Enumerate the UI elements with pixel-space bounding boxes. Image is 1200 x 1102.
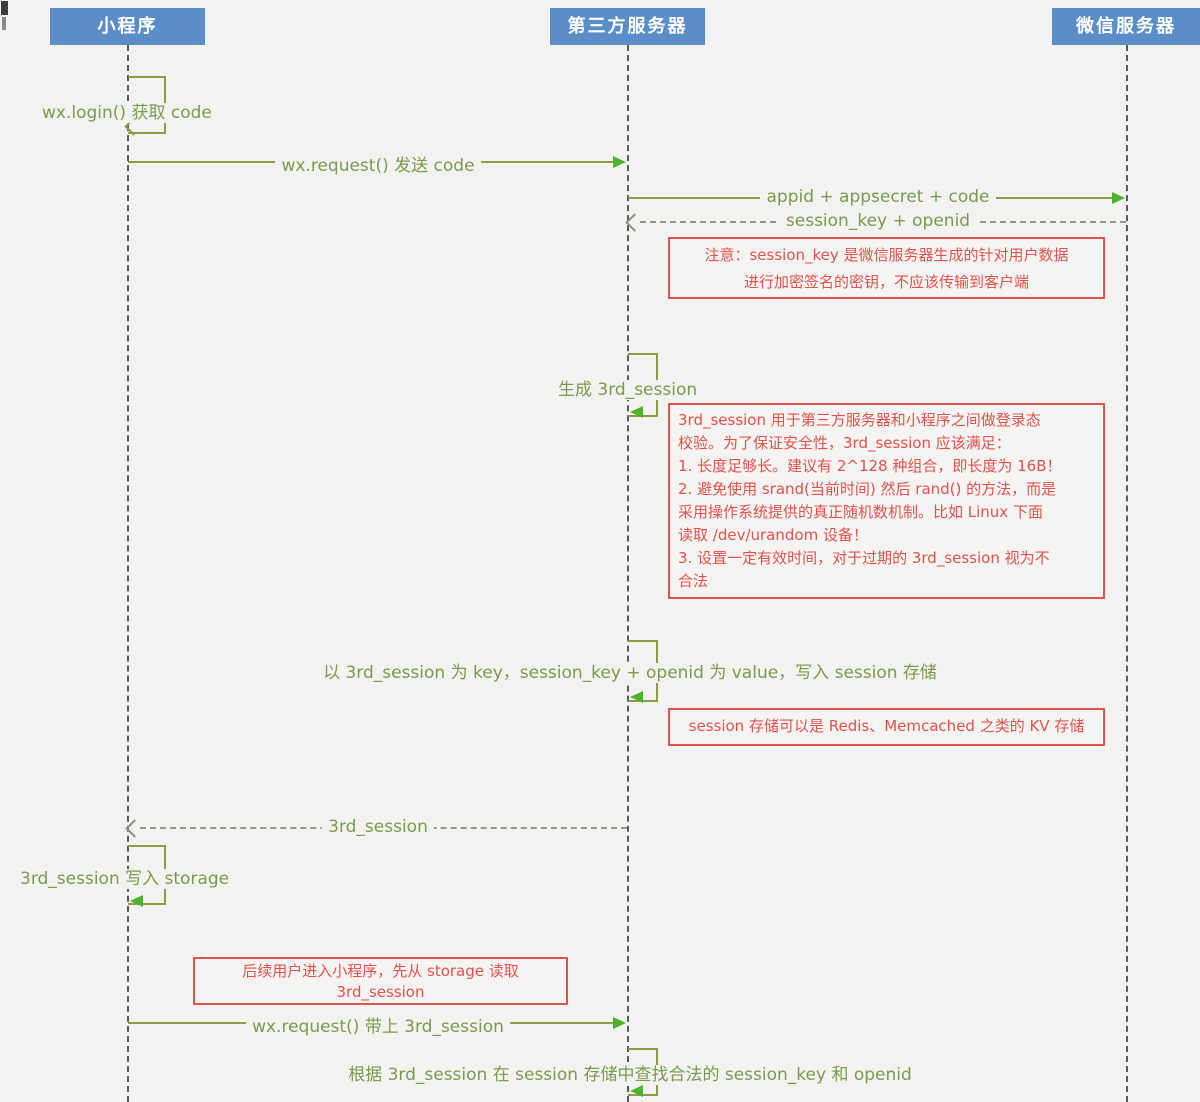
message-return-3rd-session-label: 3rd_session [128,817,628,837]
note-session-key-warning: 注意：session_key 是微信服务器生成的针对用户数据 进行加密签名的密钥… [668,237,1105,299]
filled-arrowhead-right-icon [613,156,626,168]
message-appid-text: appid + appsecret + code [760,187,996,207]
scan-artifact [2,17,6,30]
message-session-key-openid-text: session_key + openid [779,211,977,231]
filled-arrowhead-left-icon [630,1085,643,1097]
message-request-with-3rd-session-text: wx.request() 带上 3rd_session [246,1017,510,1037]
actor-thirdparty-server: 第三方服务器 [550,8,705,45]
message-send-code-label: wx.request() 发送 code [128,151,628,176]
message-login-label: wx.login() 获取 code [36,98,218,123]
actor-wechat-server: 微信服务器 [1052,8,1200,45]
message-return-3rd-session-text: 3rd_session [322,817,434,837]
scan-artifact [1,1,8,15]
filled-arrowhead-right-icon [613,1017,626,1029]
lifeline-wechat-server [1126,45,1128,1102]
note-storage-read: 后续用户进入小程序，先从 storage 读取 3rd_session [193,957,568,1005]
message-session-key-openid-label: session_key + openid [628,211,1128,231]
message-write-storage-label: 3rd_session 写入 storage [14,864,236,889]
filled-arrowhead-right-icon [1112,192,1125,204]
message-appid-label: appid + appsecret + code [628,187,1128,207]
message-write-storage-text: 3rd_session 写入 storage [14,869,236,889]
note-kv-store: session 存储可以是 Redis、Memcached 之类的 KV 存储 [668,708,1105,746]
message-lookup-session-label: 根据 3rd_session 在 session 存储中查找合法的 sessio… [225,1060,1035,1085]
message-generate-3rd-session-text: 生成 3rd_session [552,380,704,400]
message-login-text: wx.login() 获取 code [36,103,218,123]
filled-arrowhead-left-icon [630,691,643,703]
note-third-session-rules: 3rd_session 用于第三方服务器和小程序之间做登录态 校验。为了保证安全… [668,403,1105,599]
message-lookup-session-text: 根据 3rd_session 在 session 存储中查找合法的 sessio… [342,1065,918,1085]
message-generate-3rd-session-label: 生成 3rd_session [552,375,704,400]
message-request-with-3rd-session-label: wx.request() 带上 3rd_session [128,1012,628,1037]
filled-arrowhead-left-icon [130,895,143,907]
lifeline-miniprogram [127,45,129,1102]
actor-miniprogram: 小程序 [50,8,205,45]
message-write-session-store-text: 以 3rd_session 为 key，session_key + openid… [317,663,943,683]
message-write-session-store-label: 以 3rd_session 为 key，session_key + openid… [225,658,1035,683]
actor-miniprogram-label: 小程序 [97,16,158,37]
actor-wechat-server-label: 微信服务器 [1076,16,1176,37]
lifeline-thirdparty-server [627,45,629,1102]
actor-thirdparty-server-label: 第三方服务器 [567,16,688,37]
message-send-code-text: wx.request() 发送 code [275,156,481,176]
filled-arrowhead-left-icon [630,406,643,418]
